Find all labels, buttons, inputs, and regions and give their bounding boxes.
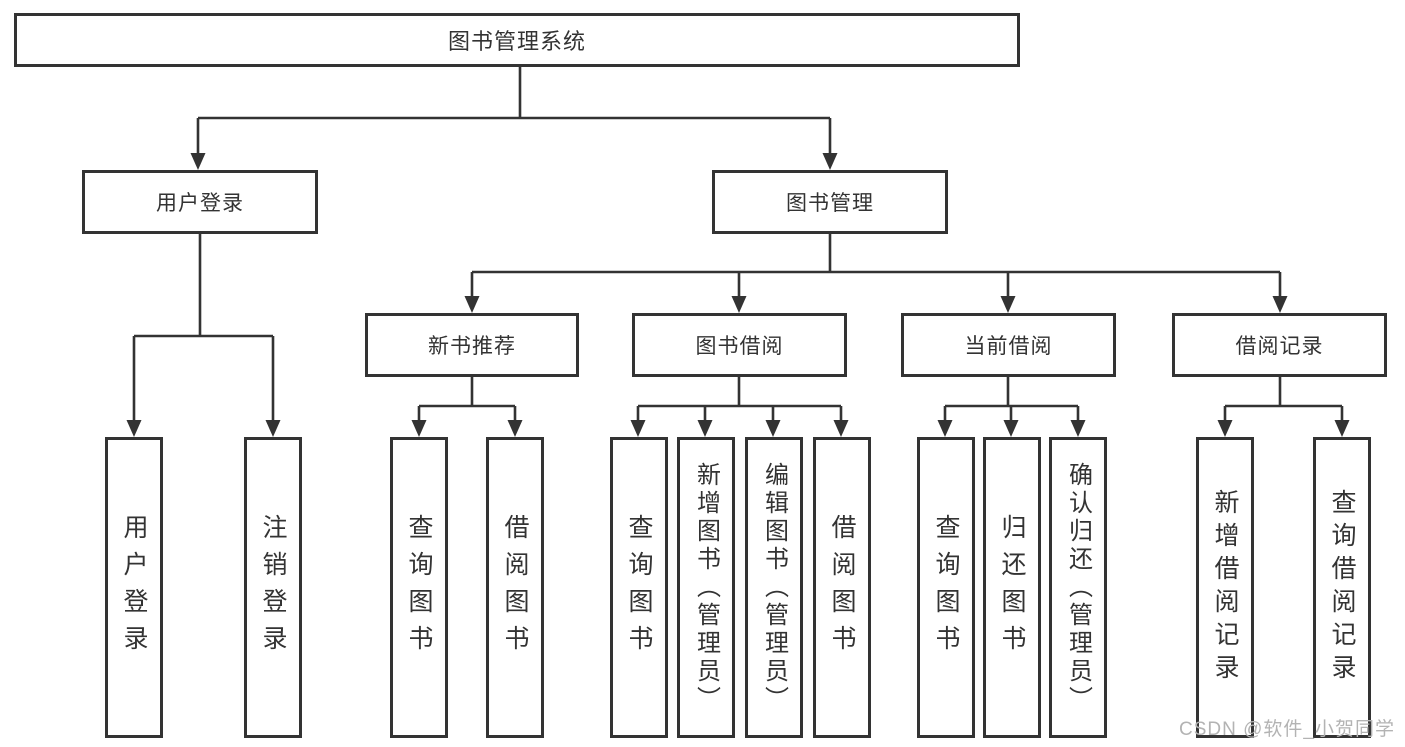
leaf-return-books: 归还图书 <box>983 437 1041 738</box>
node-borrowing-records: 借阅记录 <box>1172 313 1387 377</box>
leaf-edit-books-admin-label: 编辑图书（管理员） <box>760 461 788 714</box>
node-book-management-label: 图书管理 <box>786 192 874 215</box>
node-current-borrowing: 当前借阅 <box>901 313 1116 377</box>
leaf-confirm-return-admin-label: 确认归还（管理员） <box>1064 461 1092 714</box>
node-current-borrowing-label: 当前借阅 <box>964 335 1053 358</box>
leaf-add-books-admin: 新增图书（管理员） <box>677 437 735 738</box>
leaf-edit-books-admin: 编辑图书（管理员） <box>745 437 803 738</box>
leaf-logout: 注销登录 <box>244 437 302 738</box>
node-borrowing-records-label: 借阅记录 <box>1235 335 1324 358</box>
node-user-login-label: 用户登录 <box>156 192 244 215</box>
leaf-query-books-recommend-label: 查询图书 <box>405 513 433 662</box>
connector-newbook-to-leaves <box>411 377 523 437</box>
node-book-borrowing-label: 图书借阅 <box>695 335 784 358</box>
leaf-borrow-books-recommend: 借阅图书 <box>486 437 544 738</box>
leaf-add-borrow-record-label: 新增借阅记录 <box>1211 488 1239 687</box>
node-book-borrowing: 图书借阅 <box>632 313 847 377</box>
connector-bookmgmt-to-level3 <box>464 234 1288 313</box>
connector-userlogin-to-leaves <box>126 234 281 437</box>
leaf-query-books-current: 查询图书 <box>917 437 975 738</box>
leaf-borrow-books-label: 借阅图书 <box>828 513 856 662</box>
connector-root-to-level2 <box>190 67 838 170</box>
node-new-book-recommendation: 新书推荐 <box>365 313 579 377</box>
node-root-label: 图书管理系统 <box>447 29 586 54</box>
leaf-add-borrow-record: 新增借阅记录 <box>1196 437 1254 738</box>
node-root-book-management-system: 图书管理系统 <box>14 13 1020 67</box>
leaf-user-login: 用户登录 <box>105 437 163 738</box>
leaf-query-borrow-record: 查询借阅记录 <box>1313 437 1371 738</box>
leaf-add-books-admin-label: 新增图书（管理员） <box>692 461 720 714</box>
leaf-query-borrow-record-label: 查询借阅记录 <box>1328 488 1356 687</box>
leaf-user-login-label: 用户登录 <box>120 513 148 662</box>
connector-current-to-leaves <box>937 377 1086 437</box>
leaf-return-books-label: 归还图书 <box>998 513 1026 662</box>
leaf-query-books-borrow-label: 查询图书 <box>625 513 653 662</box>
leaf-borrow-books-recommend-label: 借阅图书 <box>501 513 529 662</box>
leaf-query-books-borrow: 查询图书 <box>610 437 668 738</box>
csdn-watermark: CSDN @软件_小贺同学 <box>1179 719 1395 740</box>
leaf-query-books-current-label: 查询图书 <box>932 513 960 662</box>
leaf-confirm-return-admin: 确认归还（管理员） <box>1049 437 1107 738</box>
leaf-query-books-recommend: 查询图书 <box>390 437 448 738</box>
node-user-login: 用户登录 <box>82 170 318 234</box>
leaf-borrow-books: 借阅图书 <box>813 437 871 738</box>
leaf-logout-label: 注销登录 <box>259 513 287 662</box>
connector-borrow-to-leaves <box>630 377 849 437</box>
node-new-book-recommendation-label: 新书推荐 <box>428 335 516 358</box>
node-book-management: 图书管理 <box>712 170 948 234</box>
connector-records-to-leaves <box>1217 377 1350 437</box>
